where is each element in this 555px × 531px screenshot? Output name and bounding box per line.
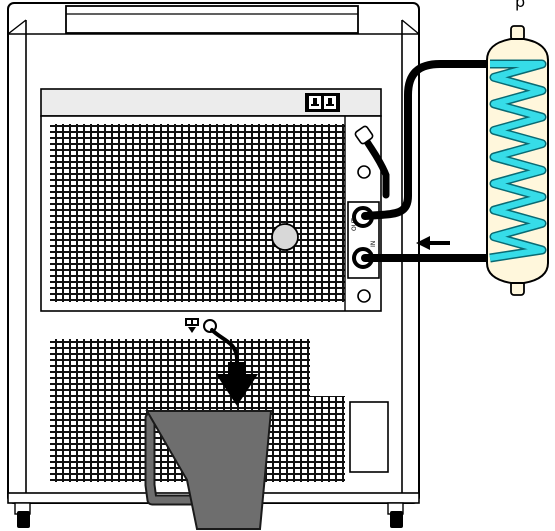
hoses [361,60,494,262]
coil-tube [489,61,545,261]
condenser-top-neck [510,25,525,41]
outlet-hose [361,60,494,220]
foot-right [387,502,404,528]
cabinet-side-line-right [401,19,420,35]
foot-left [14,502,31,528]
vent-hose [362,136,390,199]
drain-arrow-icon [216,362,258,406]
condenser-coil [489,59,547,263]
upper-grille [50,124,345,302]
lower-grille-a [50,339,310,402]
cup-body [145,410,273,530]
port-upper [357,165,371,179]
collection-cup [144,410,273,530]
access-panel [349,401,389,473]
drain-hose [210,328,239,374]
power-plug-icon [305,93,340,112]
outlet-label: OUT [351,218,358,231]
drain-symbol-icon [185,318,199,333]
center-knob [271,223,299,251]
cabinet: OUT IN [7,2,420,528]
top-handle [65,5,359,34]
drain-hose-group [210,328,258,406]
cabinet-side-line-left [7,19,27,35]
inlet-label: IN [370,241,377,247]
vent-hose-cap [354,125,374,145]
corner-text: p [515,0,526,11]
coil-condenser [486,25,549,296]
port-lower [357,289,371,303]
flow-arrow-icon [416,236,450,250]
